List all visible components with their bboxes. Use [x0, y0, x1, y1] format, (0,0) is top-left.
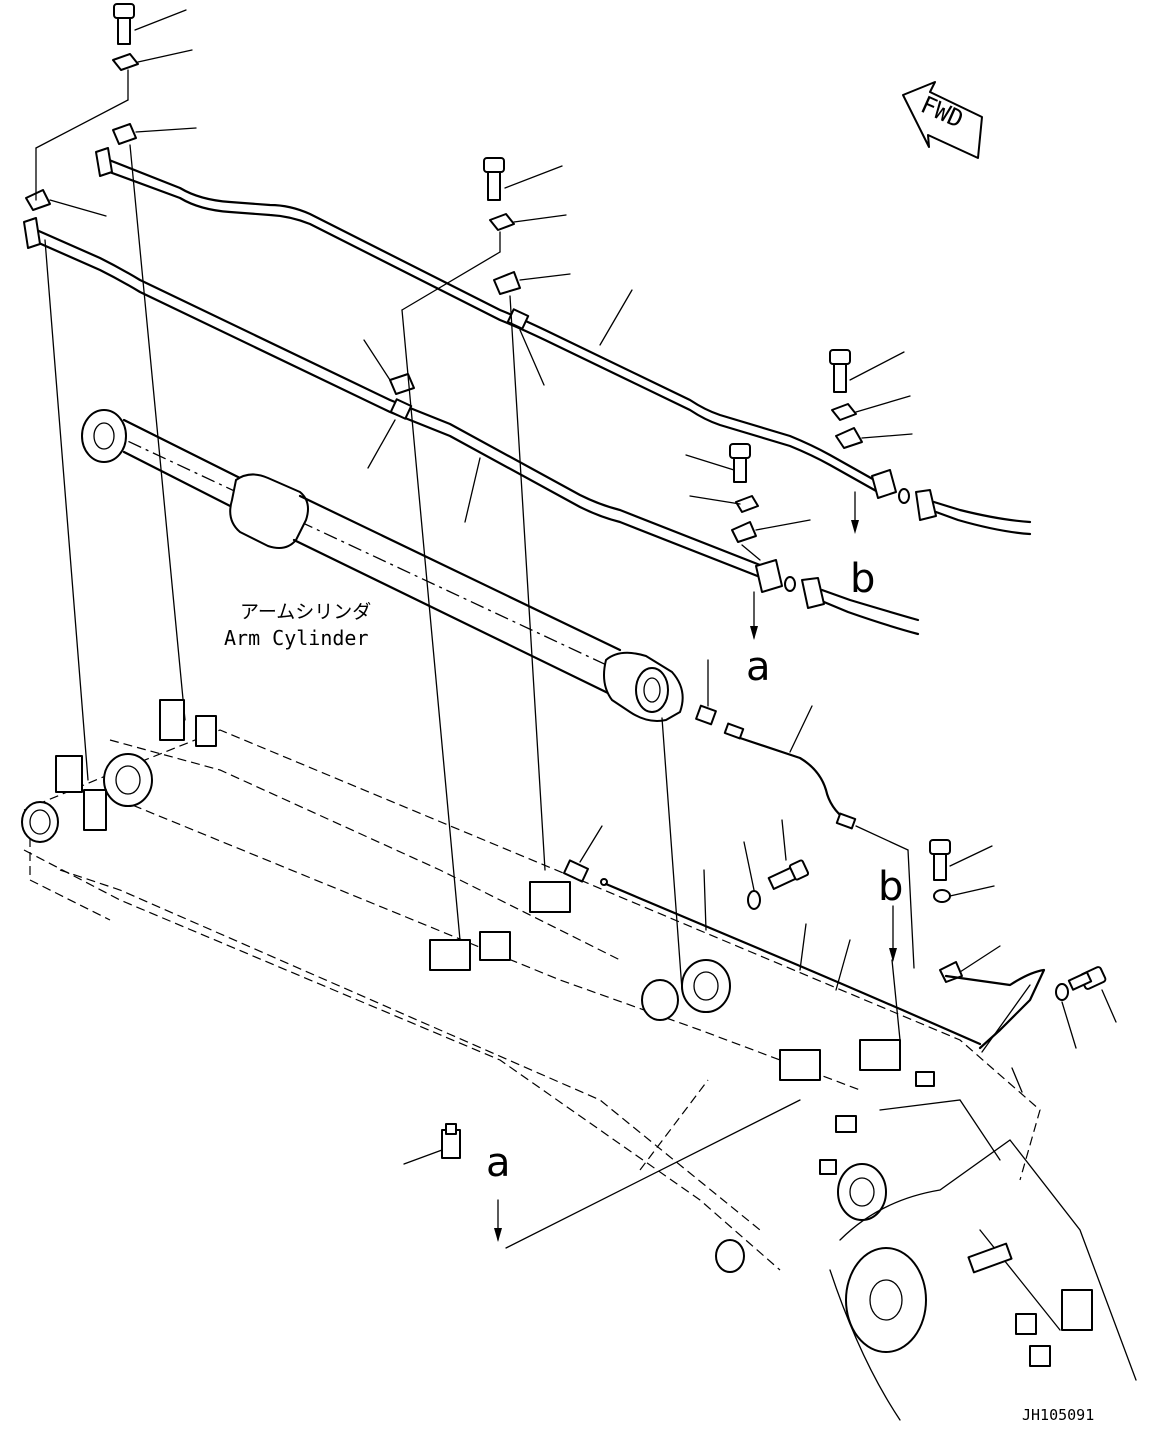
bolt-group-lower-right [929, 839, 1117, 1093]
arm-cylinder-label-en: Arm Cylinder [224, 626, 369, 650]
bolt-clamp-group-right [685, 349, 913, 640]
bolt-clamp-group-middle [363, 157, 571, 941]
hydraulic-pipe-lower [23, 217, 920, 636]
sensor-cable [600, 869, 982, 1046]
connection-label-a-top: a [746, 644, 771, 690]
arm-cylinder-label-jp: アームシリンダ [240, 601, 371, 623]
connection-label-b-top: b [850, 556, 875, 602]
connection-label-a-bottom: a [486, 1140, 511, 1186]
drawing-code: JH105091 [1022, 1406, 1094, 1424]
connection-label-b-bottom: b [878, 864, 903, 910]
bolt-clamp-group-left [25, 3, 197, 781]
fitting-group-center [403, 819, 810, 1165]
sensor-hose-assembly [695, 659, 915, 969]
arm-structure [21, 699, 1137, 1421]
arm-cylinder-drawing [81, 409, 684, 991]
fwd-arrow-icon: FWD [902, 81, 983, 159]
